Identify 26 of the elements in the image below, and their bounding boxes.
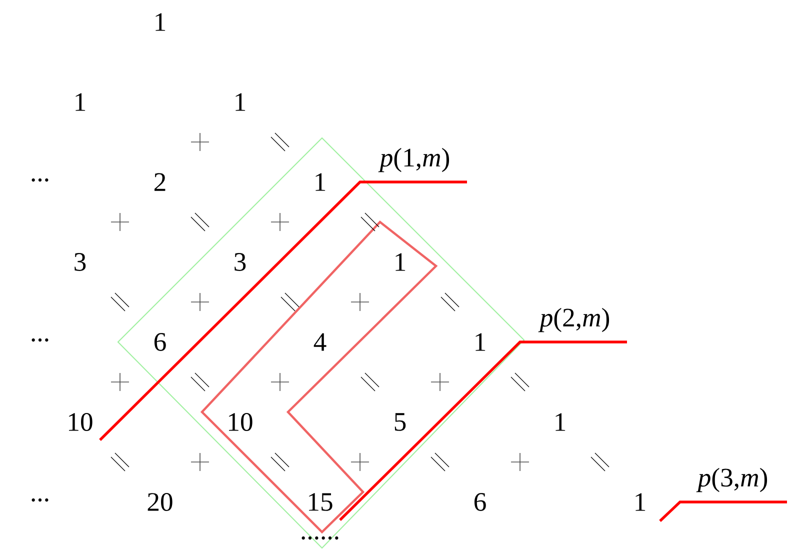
number-label: 4 — [314, 333, 326, 351]
number-label: 1 — [316, 173, 326, 191]
number-label: 1 — [476, 333, 486, 351]
number-label: 1 — [236, 93, 246, 111]
number-label: 6 — [154, 333, 166, 351]
number-label: 1 — [156, 13, 166, 31]
number-label: 1 — [556, 413, 566, 431]
number-label: 6 — [474, 493, 486, 511]
number-label: ... — [32, 338, 48, 342]
number-label: ...... — [302, 536, 338, 540]
number-label: 20 — [148, 493, 172, 511]
number-label: 1 — [396, 253, 406, 271]
number-label: ... — [32, 178, 48, 182]
number-label: ... — [32, 498, 48, 502]
number-label: p(1,m) — [378, 148, 450, 172]
number-label: 3 — [234, 253, 246, 271]
number-label: 5 — [394, 413, 406, 431]
number-label: 3 — [74, 253, 86, 271]
number-label: 1 — [76, 93, 86, 111]
number-label: 2 — [154, 173, 166, 191]
number-label: 10 — [69, 413, 92, 431]
number-label: p(2,m) — [538, 308, 610, 332]
number-label: p(3,m) — [696, 468, 768, 492]
number-label: 15 — [309, 493, 332, 511]
number-label: 1 — [636, 493, 646, 511]
number-label: 10 — [229, 413, 252, 431]
